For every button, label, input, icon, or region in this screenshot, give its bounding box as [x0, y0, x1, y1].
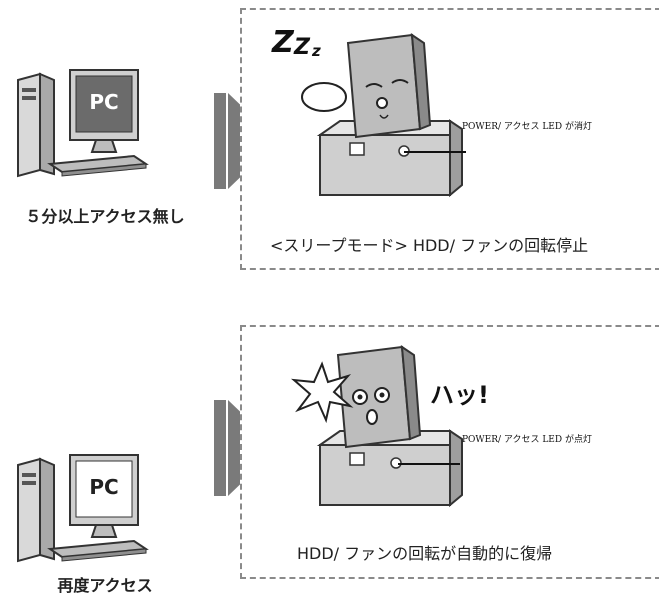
- led-callout-line-top: [404, 151, 466, 153]
- sleep-mode-caption: <スリープモード> HDD/ ファンの回転停止: [270, 236, 589, 255]
- led-note-top: POWER/ アクセス LED が消灯: [462, 122, 592, 132]
- led-note-bottom: POWER/ アクセス LED が点灯: [462, 435, 592, 445]
- pc-caption-bottom: 再度アクセス: [57, 576, 153, 595]
- pc-screen-label-bottom: PC: [89, 475, 119, 499]
- surprise-burst-icon: [290, 361, 354, 424]
- zzz-icon: Z Z z: [271, 25, 321, 60]
- pc-screen-label-top: PC: [89, 90, 119, 114]
- svg-text:z: z: [311, 42, 321, 60]
- led-callout-line-bottom: [398, 463, 460, 465]
- hdd-dock-awake: [316, 345, 463, 508]
- pc-computer-bottom: [17, 454, 149, 563]
- svg-text:Z: Z: [271, 25, 295, 60]
- exclaim-text: ハッ!: [430, 381, 489, 409]
- svg-text:Z: Z: [293, 35, 311, 60]
- pc-computer-top: [17, 69, 149, 178]
- hdd-dock-sleeping: [301, 33, 463, 198]
- wake-caption: HDD/ ファンの回転が自動的に復帰: [297, 544, 553, 563]
- pc-caption-top: ５分以上アクセス無し: [25, 207, 185, 226]
